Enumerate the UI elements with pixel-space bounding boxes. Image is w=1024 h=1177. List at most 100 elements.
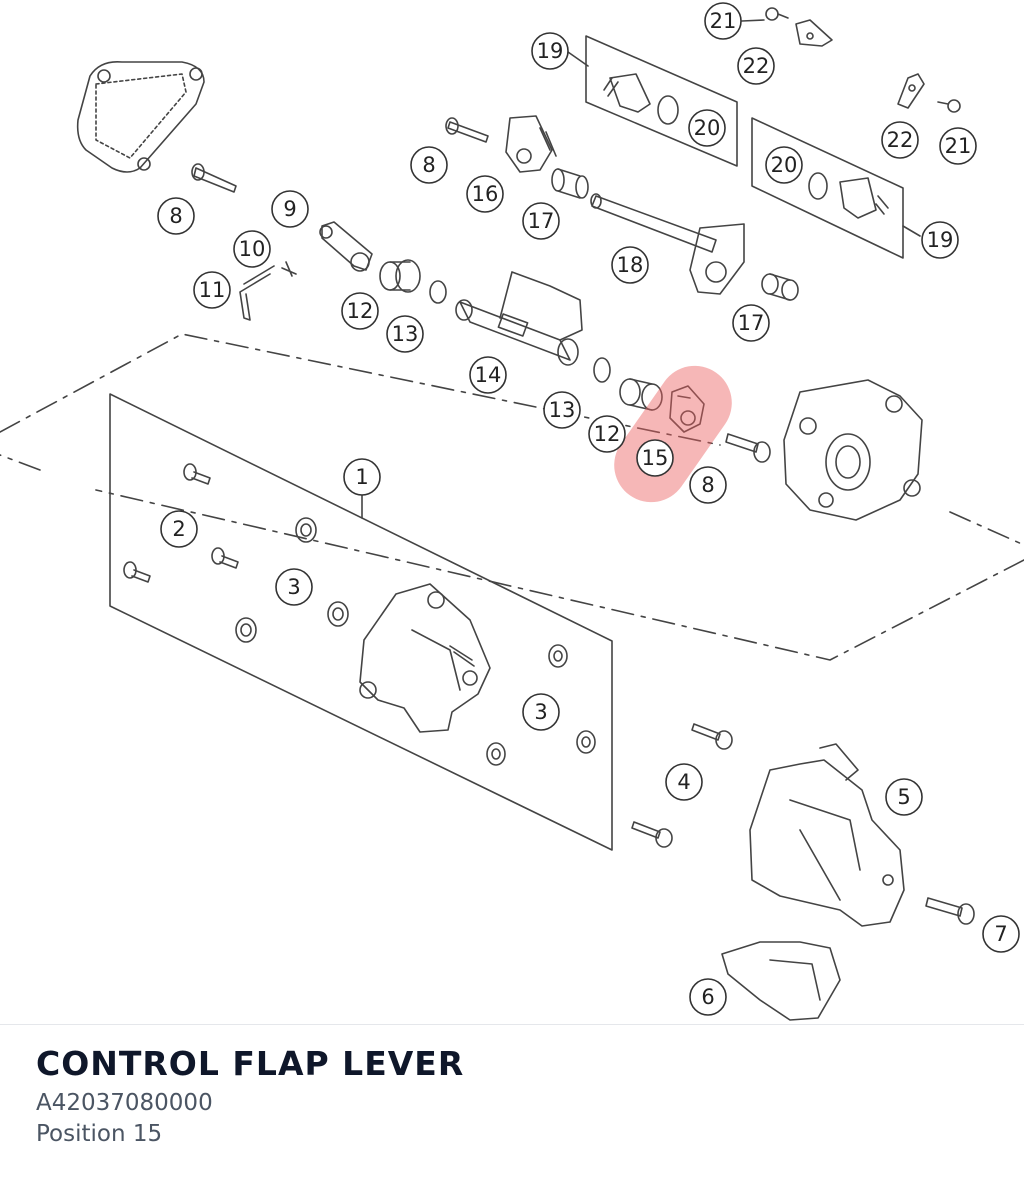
- bushing-17-right: [761, 273, 799, 301]
- callout-label: 7: [994, 922, 1007, 946]
- callout-9[interactable]: [271, 190, 309, 228]
- callout-13-upper[interactable]: [386, 315, 424, 353]
- screw-21-upper: [765, 7, 789, 21]
- callout-19-upper[interactable]: [531, 32, 569, 70]
- callout-20-upper[interactable]: [688, 109, 726, 147]
- bushing-17-upper: [551, 168, 589, 199]
- callout-16[interactable]: [466, 175, 504, 213]
- callout-18[interactable]: [611, 246, 649, 284]
- callout-label: 1: [355, 465, 368, 489]
- kit-box-19-upper: [585, 35, 738, 167]
- callout-10[interactable]: [233, 230, 271, 268]
- callout-13-lower[interactable]: [543, 391, 581, 429]
- callout-3-left[interactable]: [275, 568, 313, 606]
- crankcase-cover-part: [783, 379, 923, 521]
- callout-label: 21: [710, 9, 737, 33]
- bolt-4-a: [691, 723, 733, 750]
- callout-8-upper[interactable]: [410, 146, 448, 184]
- ring-13-lower: [593, 357, 611, 383]
- callout-21-lower[interactable]: [939, 127, 977, 165]
- callout-label: 5: [897, 785, 910, 809]
- caption-divider: [0, 1024, 1024, 1025]
- shift-lever-part: [239, 221, 373, 321]
- callout-label: 18: [617, 253, 644, 277]
- callout-12-lower[interactable]: [588, 415, 626, 453]
- callout-label: 17: [528, 209, 555, 233]
- callout-label: 13: [392, 322, 419, 346]
- detent-assembly-19-upper: [603, 73, 679, 125]
- callout-label: 14: [475, 363, 502, 387]
- kit-panel-1: [109, 393, 613, 851]
- bolt-7: [925, 897, 975, 925]
- exploded-parts-diagram: 19 21 22 20 22 21 20 19 8 16 17 18 17 8 …: [0, 2, 1024, 1021]
- guard-6-part: [721, 941, 841, 1021]
- callout-label: 22: [743, 54, 770, 78]
- control-flap-lever-15: [669, 385, 705, 433]
- grommet-3-c: [235, 617, 257, 643]
- callout-label: 2: [172, 517, 185, 541]
- callout-label: 15: [642, 446, 669, 470]
- callout-11[interactable]: [193, 271, 231, 309]
- grommet-3-d: [548, 644, 568, 668]
- grommet-3-a: [295, 517, 317, 543]
- callout-1[interactable]: [343, 458, 381, 496]
- callout-label: 12: [594, 422, 621, 446]
- callout-label: 8: [422, 153, 435, 177]
- callout-label: 20: [771, 153, 798, 177]
- callout-19-lower[interactable]: [921, 221, 959, 259]
- shift-drum-16: [505, 115, 557, 173]
- callout-label: 21: [945, 134, 972, 158]
- callout-label: 11: [199, 278, 226, 302]
- actuator-housing-part: [359, 583, 491, 733]
- callout-4[interactable]: [665, 763, 703, 801]
- callout-2[interactable]: [160, 510, 198, 548]
- plate-22-upper: [795, 19, 833, 47]
- screw-2-a: [183, 463, 211, 485]
- bolt-8-left: [191, 163, 237, 193]
- callout-label: 12: [347, 299, 374, 323]
- grommet-3-b: [327, 601, 349, 627]
- shaft-18: [590, 193, 745, 295]
- callout-label: 16: [472, 182, 499, 206]
- callout-22-lower[interactable]: [881, 121, 919, 159]
- callout-8-left[interactable]: [157, 197, 195, 235]
- screw-2-b: [211, 547, 239, 569]
- callout-label: 19: [927, 228, 954, 252]
- callout-label: 3: [534, 700, 547, 724]
- callout-17-upper[interactable]: [522, 202, 560, 240]
- bolt-8-lower: [725, 433, 771, 463]
- callout-label: 22: [887, 128, 914, 152]
- callout-15[interactable]: [636, 439, 674, 477]
- callout-label: 9: [283, 197, 296, 221]
- callout-6[interactable]: [689, 978, 727, 1016]
- callout-20-lower[interactable]: [765, 146, 803, 184]
- screw-21-lower: [937, 99, 961, 113]
- shift-shaft-14: [455, 271, 583, 366]
- callout-21-upper[interactable]: [704, 2, 742, 40]
- callout-label: 6: [701, 985, 714, 1009]
- grommet-3-e: [486, 742, 506, 766]
- callout-14[interactable]: [469, 356, 507, 394]
- callout-label: 19: [537, 39, 564, 63]
- callout-12-upper[interactable]: [341, 292, 379, 330]
- bushing-12-upper: [379, 259, 421, 293]
- callout-label: 8: [701, 473, 714, 497]
- part-position: Position 15: [36, 1121, 163, 1147]
- kit-box-19-lower: [751, 117, 904, 259]
- callout-label: 13: [549, 398, 576, 422]
- callout-8-lower[interactable]: [689, 466, 727, 504]
- callout-22-upper[interactable]: [737, 47, 775, 85]
- grommet-3-f: [576, 730, 596, 754]
- callout-7[interactable]: [982, 915, 1020, 953]
- bushing-12-lower: [619, 378, 663, 411]
- cylinder-head-cover-part: [76, 60, 205, 173]
- cover-5-part: [749, 743, 905, 927]
- callout-5[interactable]: [885, 778, 923, 816]
- bolt-8-upper: [445, 117, 489, 143]
- callout-label: 17: [738, 311, 765, 335]
- part-title: CONTROL FLAP LEVER: [36, 1044, 465, 1083]
- callout-3-right[interactable]: [522, 693, 560, 731]
- callout-17-right[interactable]: [732, 304, 770, 342]
- leader-lines: [361, 19, 921, 519]
- callout-label: 10: [239, 237, 266, 261]
